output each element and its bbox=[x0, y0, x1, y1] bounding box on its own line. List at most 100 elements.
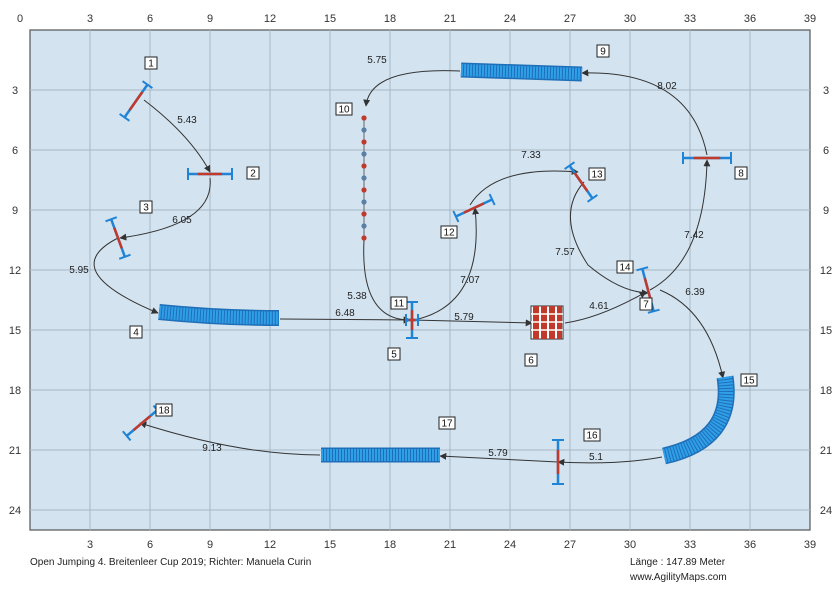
weave-pole bbox=[361, 175, 367, 181]
obstacle-number-box bbox=[588, 167, 606, 181]
x-tick-top: 39 bbox=[804, 13, 816, 25]
weave-pole bbox=[361, 235, 367, 241]
x-tick-bottom: 33 bbox=[684, 539, 696, 551]
x-tick-bottom: 15 bbox=[324, 539, 336, 551]
path-3-4 bbox=[93, 237, 159, 314]
obstacle-number: 2 bbox=[250, 169, 256, 180]
jump-16 bbox=[552, 439, 564, 485]
segment-length: 7.33 bbox=[521, 150, 541, 161]
obstacle-number: 4 bbox=[133, 328, 139, 339]
weave-pole bbox=[361, 139, 367, 145]
obstacle-number: 8 bbox=[738, 169, 744, 180]
y-tick-left: 12 bbox=[9, 265, 21, 277]
obstacle-number-box bbox=[616, 260, 634, 274]
obstacle-number: 18 bbox=[158, 406, 170, 417]
x-tick-bottom: 3 bbox=[87, 539, 93, 551]
x-tick-bottom: 9 bbox=[207, 539, 213, 551]
obstacle-number: 16 bbox=[586, 431, 598, 442]
path-13-14 bbox=[570, 181, 649, 297]
jump-8 bbox=[682, 152, 732, 164]
obstacle-number-box bbox=[524, 353, 538, 367]
segment-length: 6.05 bbox=[172, 215, 192, 226]
obstacle-number: 17 bbox=[441, 419, 453, 430]
obstacle-number-box bbox=[596, 44, 610, 58]
x-tick-top: 18 bbox=[384, 13, 396, 25]
path-10-11 bbox=[363, 239, 411, 324]
jump-12 bbox=[452, 193, 496, 223]
course-path bbox=[93, 69, 726, 466]
tunnel-9 bbox=[460, 62, 583, 82]
wall-6 bbox=[530, 305, 564, 340]
weave-poles-10 bbox=[361, 115, 367, 241]
obstacle-number-box bbox=[390, 296, 408, 310]
segment-length: 7.57 bbox=[555, 247, 575, 258]
obstacle-number: 10 bbox=[338, 105, 350, 116]
x-tick-bottom: 21 bbox=[444, 539, 456, 551]
obstacle-number: 6 bbox=[528, 356, 534, 367]
segment-length: 5.79 bbox=[454, 312, 474, 323]
site-link[interactable]: www.AgilityMaps.com bbox=[630, 572, 727, 583]
x-tick-bottom: 6 bbox=[147, 539, 153, 551]
obstacle-number-box bbox=[246, 166, 260, 180]
path-5-6 bbox=[411, 319, 533, 327]
weave-pole bbox=[361, 163, 367, 169]
obstacle-number-box bbox=[740, 373, 758, 387]
path-7-15 bbox=[659, 289, 726, 379]
jump-2 bbox=[187, 168, 233, 180]
x-tick-bottom: 18 bbox=[384, 539, 396, 551]
path-9-10 bbox=[363, 70, 461, 107]
segment-length: 8.02 bbox=[657, 81, 677, 92]
obstacle-number-box bbox=[129, 325, 143, 339]
y-tick-right: 15 bbox=[820, 325, 832, 337]
segment-length: 5.79 bbox=[488, 448, 508, 459]
segment-length: 5.38 bbox=[347, 291, 367, 302]
y-tick-right: 12 bbox=[820, 265, 832, 277]
x-tick-top: 33 bbox=[684, 13, 696, 25]
jump-13 bbox=[564, 161, 598, 203]
path-15-16 bbox=[557, 456, 663, 466]
jump-1 bbox=[119, 80, 153, 122]
jump-11 bbox=[405, 314, 419, 326]
path-2-3 bbox=[119, 177, 211, 241]
obstacle-number: 3 bbox=[143, 203, 149, 214]
x-tick-bottom: 27 bbox=[564, 539, 576, 551]
segment-length: 6.39 bbox=[685, 287, 705, 298]
x-tick-top: 9 bbox=[207, 13, 213, 25]
y-tick-left: 15 bbox=[9, 325, 21, 337]
obstacle-number-box bbox=[440, 225, 458, 239]
x-tick-top: 24 bbox=[504, 13, 516, 25]
y-tick-right: 6 bbox=[823, 145, 829, 157]
x-tick-top: 12 bbox=[264, 13, 276, 25]
y-tick-left: 21 bbox=[9, 445, 21, 457]
obstacle-number: 12 bbox=[443, 228, 455, 239]
y-tick-right: 18 bbox=[820, 385, 832, 397]
y-tick-left: 3 bbox=[12, 85, 18, 97]
obstacle-number: 13 bbox=[591, 170, 603, 181]
y-tick-right: 24 bbox=[820, 505, 832, 517]
path-1-2 bbox=[143, 99, 211, 173]
segment-length: 5.75 bbox=[367, 55, 387, 66]
weave-pole bbox=[361, 127, 367, 133]
obstacle-number: 9 bbox=[600, 47, 606, 58]
segment-length: 5.1 bbox=[589, 452, 603, 463]
tunnel-15 bbox=[661, 375, 735, 465]
x-tick-top: 3 bbox=[87, 13, 93, 25]
y-tick-left: 24 bbox=[9, 505, 21, 517]
x-tick-top: 30 bbox=[624, 13, 636, 25]
x-tick-bottom: 24 bbox=[504, 539, 516, 551]
obstacle-number: 1 bbox=[148, 59, 154, 70]
jump-3 bbox=[105, 216, 131, 260]
obstacle-number: 7 bbox=[643, 300, 649, 311]
x-tick-top: 15 bbox=[324, 13, 336, 25]
path-12-13 bbox=[469, 167, 579, 206]
obstacle-number-box bbox=[583, 428, 601, 442]
weave-pole bbox=[361, 115, 367, 121]
segment-length: 7.42 bbox=[684, 230, 704, 241]
obstacle-number-box bbox=[387, 347, 401, 361]
path-6-7 bbox=[564, 291, 647, 324]
weave-pole bbox=[361, 199, 367, 205]
segment-length: 4.61 bbox=[589, 301, 609, 312]
